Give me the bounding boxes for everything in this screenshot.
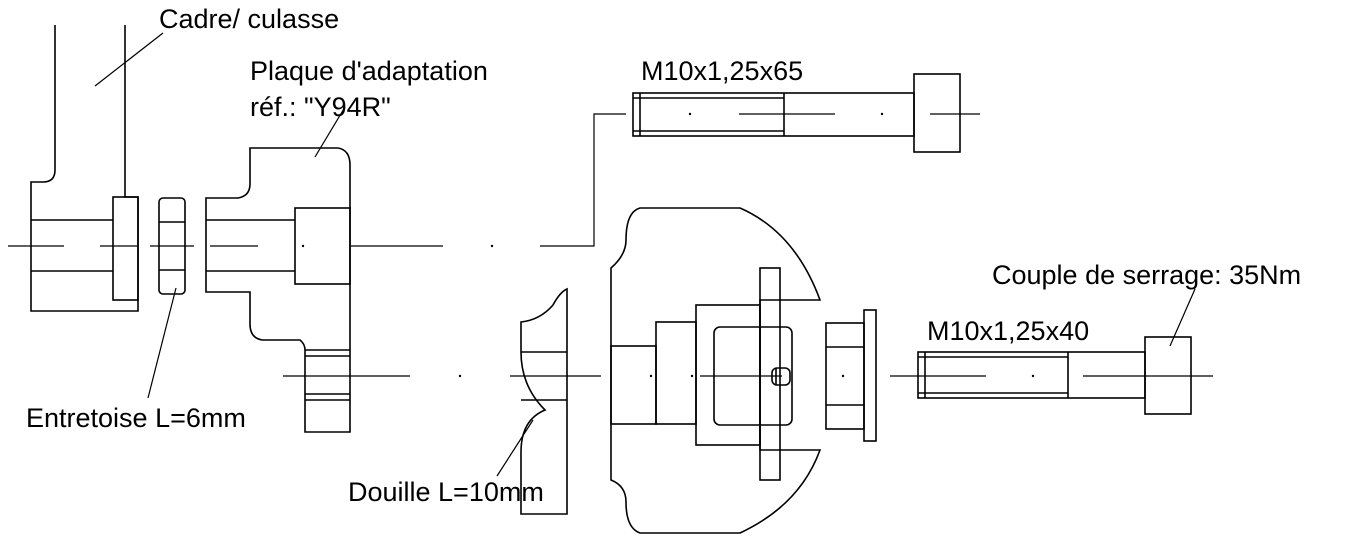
label-torque: Couple de serrage: 35Nm <box>992 260 1301 290</box>
long-bolt-axis-leader <box>540 113 626 247</box>
long-bolt-part <box>632 73 980 153</box>
hub-body-part <box>610 207 822 534</box>
label-bushing: Douille L=10mm <box>348 477 544 507</box>
washer-part <box>825 309 877 442</box>
leader-lines <box>94 32 1196 477</box>
label-frame: Cadre/ culasse <box>159 4 339 34</box>
spacer-part <box>158 197 186 295</box>
lower-axis-centerline <box>283 374 1213 378</box>
adapter-plate-part <box>205 147 351 433</box>
short-bolt-part <box>917 336 1192 415</box>
frame-part <box>30 25 139 312</box>
label-adapter-plate-line2: réf.: "Y94R" <box>250 92 391 122</box>
label-spacer: Entretoise L=6mm <box>26 403 246 433</box>
bushing-part <box>520 287 568 515</box>
upper-axis-centerline <box>8 244 494 248</box>
label-long-bolt: M10x1,25x65 <box>641 56 803 86</box>
label-adapter-plate-line1: Plaque d'adaptation <box>250 56 488 86</box>
label-short-bolt: M10x1,25x40 <box>927 316 1089 346</box>
